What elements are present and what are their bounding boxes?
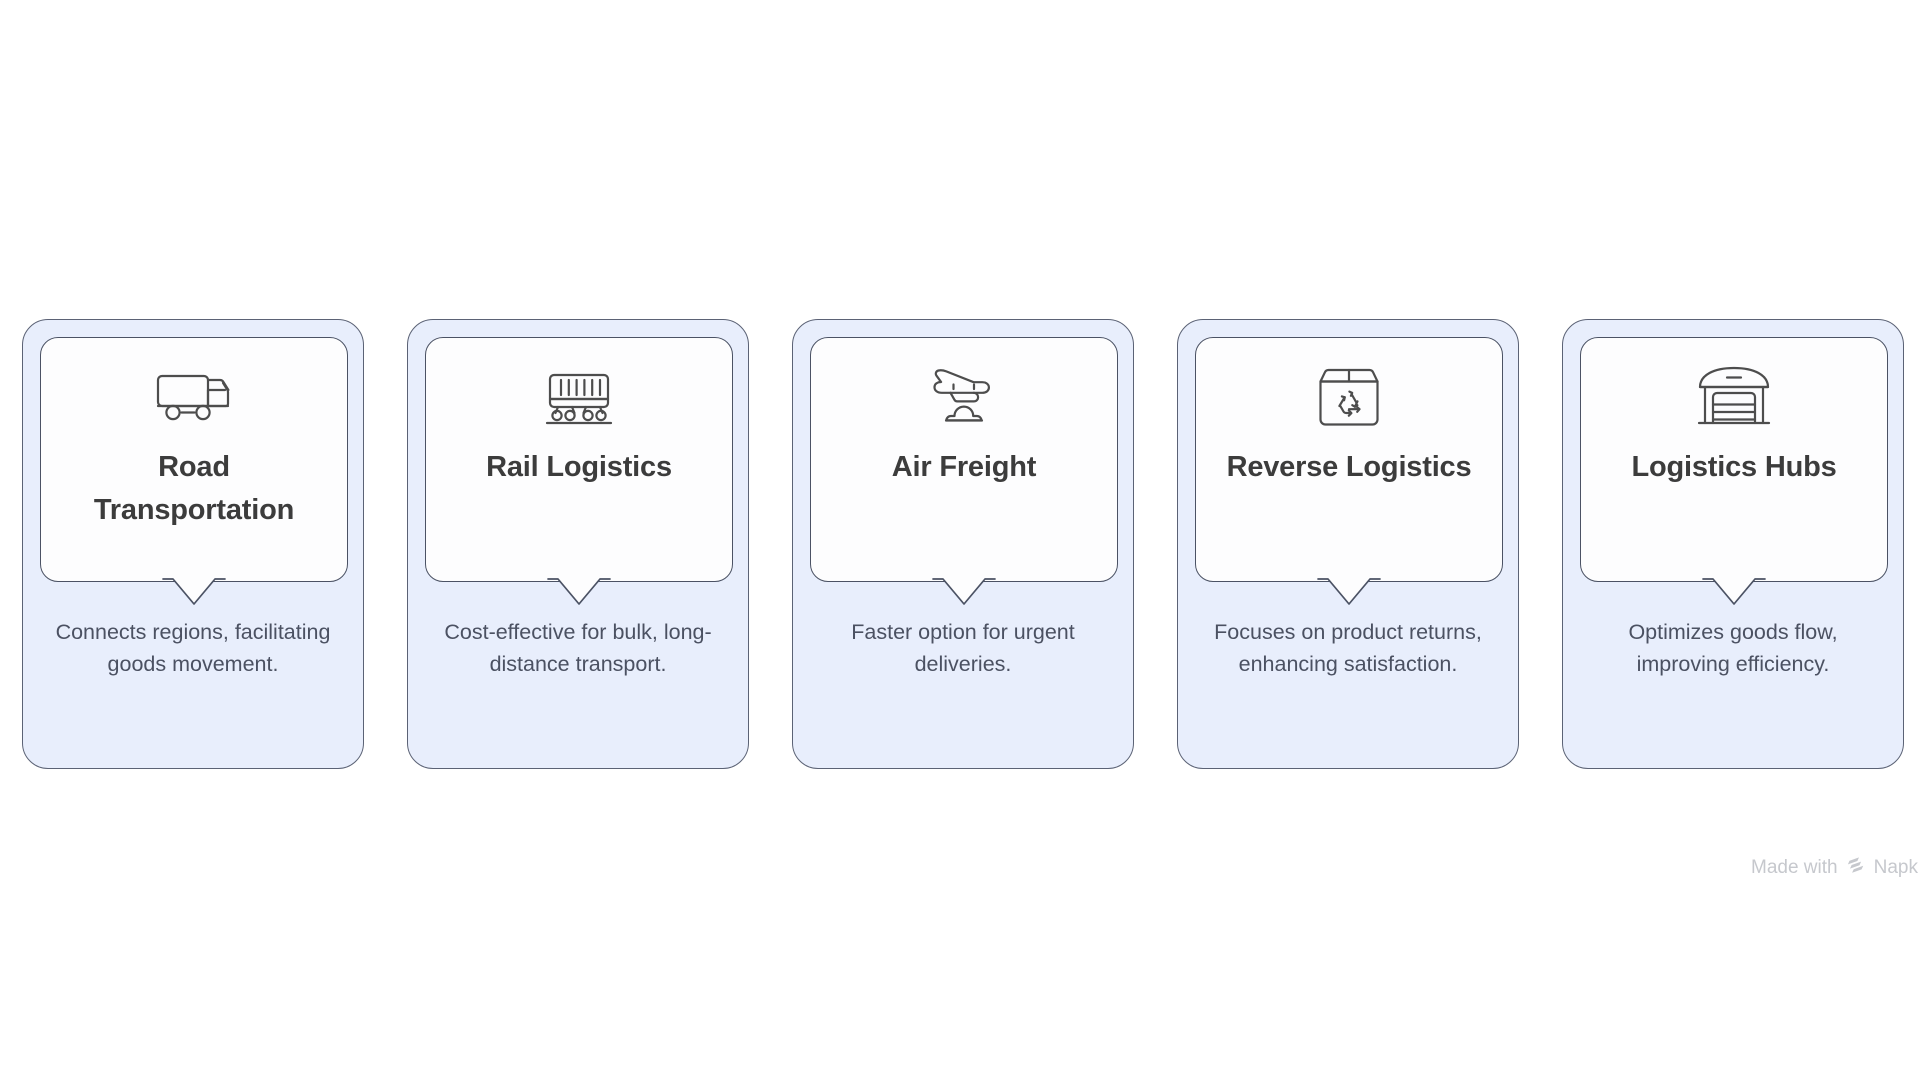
card-description: Cost-effective for bulk, long-distance t… <box>444 620 712 676</box>
card-title: Air Freight <box>891 451 1037 483</box>
card-air-freight[interactable]: Air Freight Faster option for urgent del… <box>792 319 1134 769</box>
card-bubble: Reverse Logistics <box>1195 337 1503 605</box>
card-logistics-hubs[interactable]: Logistics Hubs Optimizes goods flow, imp… <box>1562 319 1904 769</box>
card-description: Focuses on product returns, enhancing sa… <box>1214 620 1482 676</box>
warehouse-icon <box>1696 360 1772 434</box>
card-bubble: Road Transportation <box>40 337 348 605</box>
card-road-transportation[interactable]: Road Transportation Connects regions, fa… <box>22 319 364 769</box>
card-rail-logistics[interactable]: Rail Logistics Cost-effective for bulk, … <box>407 319 749 769</box>
rail-wagon-icon <box>543 360 615 434</box>
card-bubble: Air Freight <box>810 337 1118 605</box>
watermark-brand: Napk <box>1873 857 1918 878</box>
card-title: Road Transportation <box>93 451 295 526</box>
card-description: Faster option for urgent deliveries. <box>851 620 1075 676</box>
airplane-cloud-icon <box>924 360 1004 434</box>
recycling-box-icon <box>1316 360 1382 434</box>
bubble-tail <box>932 575 996 605</box>
delivery-truck-icon <box>156 360 232 434</box>
card-bubble: Rail Logistics <box>425 337 733 605</box>
bubble-tail <box>1317 575 1381 605</box>
card-title: Reverse Logistics <box>1226 451 1472 483</box>
bubble-tail <box>547 575 611 605</box>
card-title: Rail Logistics <box>486 451 672 483</box>
bubble-tail <box>1702 575 1766 605</box>
card-reverse-logistics[interactable]: Reverse Logistics Focuses on product ret… <box>1177 319 1519 769</box>
card-description: Connects regions, facilitating goods mov… <box>55 620 331 676</box>
card-row: Road Transportation Connects regions, fa… <box>22 319 1920 769</box>
card-title: Logistics Hubs <box>1631 451 1837 483</box>
napkin-logo-icon <box>1846 855 1866 881</box>
watermark[interactable]: Made with Napk <box>1751 855 1918 881</box>
card-bubble: Logistics Hubs <box>1580 337 1888 605</box>
card-description: Optimizes goods flow, improving efficien… <box>1628 620 1838 676</box>
watermark-prefix: Made with <box>1751 857 1838 878</box>
bubble-tail <box>162 575 226 605</box>
